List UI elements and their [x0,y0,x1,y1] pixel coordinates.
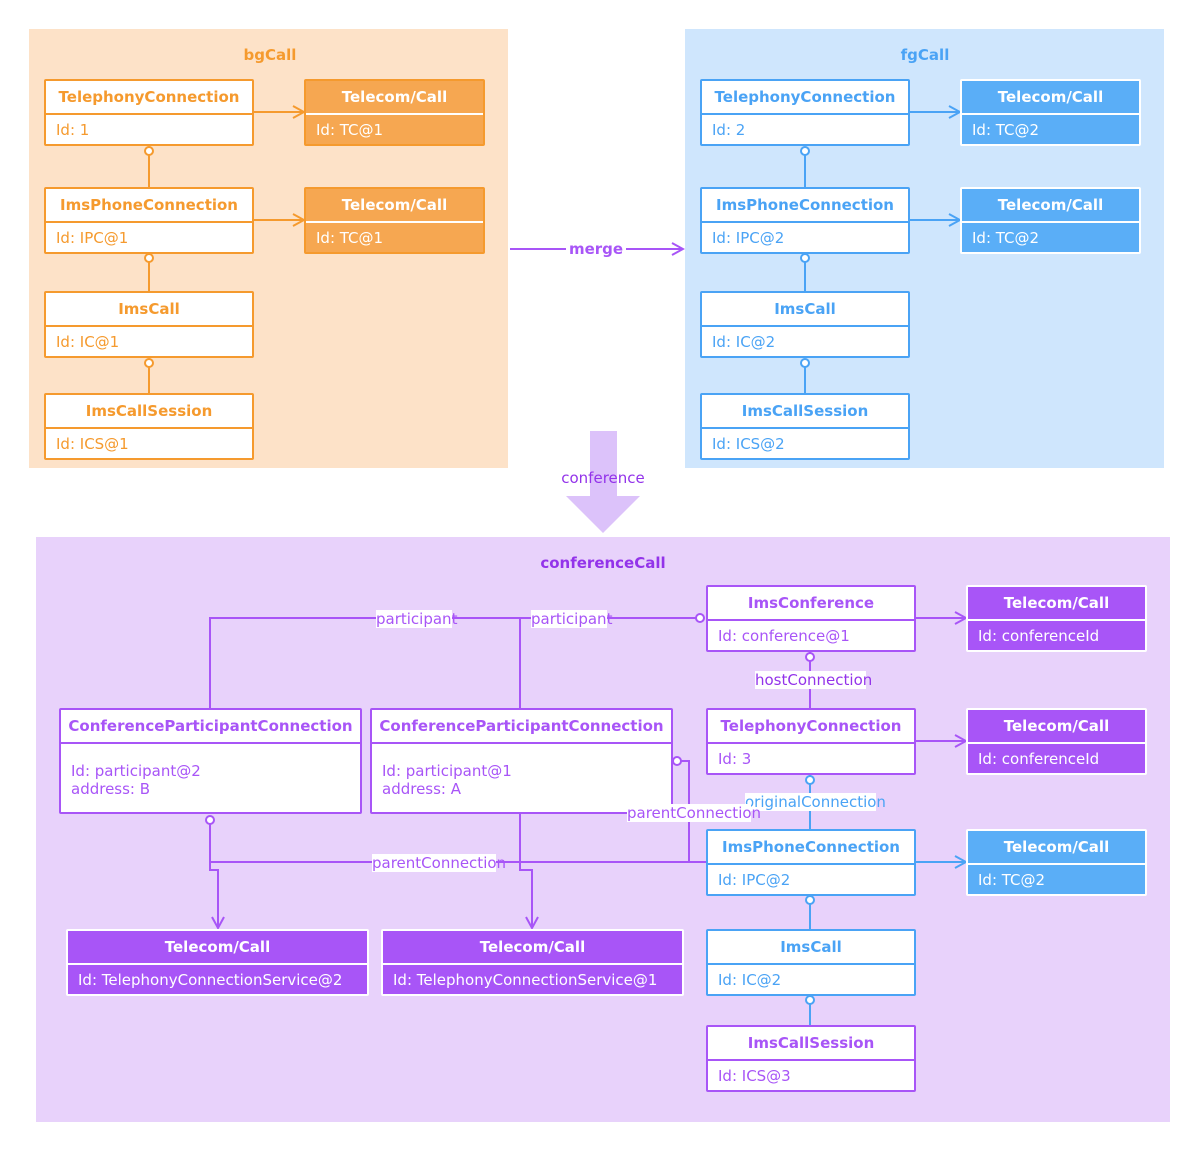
box-id: Id: 1 [56,121,90,139]
box-title: ImsPhoneConnection [46,189,252,223]
box-address: address: A [382,780,462,798]
box-title: TelephonyConnection [708,710,914,744]
participant-connection-b-box[interactable]: ConferenceParticipantConnection Id: part… [59,708,362,814]
bgcall-wires [148,112,304,393]
telecom-call-tcs2-box[interactable]: Telecom/Call Id: TelephonyConnectionServ… [66,929,369,996]
conference-label: conference [561,469,645,487]
bgcall-title: bgCall [243,46,297,64]
conferencecall-title: conferenceCall [540,554,666,572]
box-id: Id: IPC@2 [718,871,791,889]
bg-telecom-call-box-2[interactable]: Telecom/Call Id: TC@1 [304,187,485,254]
telecom-call-tcs1-box[interactable]: Telecom/Call Id: TelephonyConnectionServ… [381,929,684,996]
fg-imscall-box[interactable]: ImsCall Id: IC@2 [700,291,910,358]
box-id: Id: TC@1 [316,229,384,247]
box-body: Id: participant@2 address: B [61,744,360,798]
fgcall-title: fgCall [900,46,950,64]
bg-imscallsession-box[interactable]: ImsCallSession Id: ICS@1 [44,393,254,460]
bg-imsphone-connection-box[interactable]: ImsPhoneConnection Id: IPC@1 [44,187,254,254]
bg-telephony-connection-box[interactable]: TelephonyConnection Id: 1 [44,79,254,146]
conference-arrow [566,431,640,533]
box-id: Id: IPC@2 [712,229,785,247]
box-id: Id: conference@1 [718,627,850,645]
conf-imscall-box[interactable]: ImsCall Id: IC@2 [706,929,916,996]
box-id: Id: conferenceId [978,750,1100,768]
bgcall-joint-3 [144,358,154,368]
conf-telecom-call-box-1[interactable]: Telecom/Call Id: conferenceId [966,585,1147,652]
original-connection-label: originalConnection [745,793,886,811]
box-title: Telecom/Call [968,831,1145,865]
box-title: ConferenceParticipantConnection [372,710,671,744]
box-id: Id: IC@2 [718,971,782,989]
conf-imsphone-connection-box[interactable]: ImsPhoneConnection Id: IPC@2 [706,829,916,896]
host-connection-label: hostConnection [755,671,873,689]
box-id: Id: participant@1 [382,762,512,780]
box-title: TelephonyConnection [702,81,908,115]
box-title: Telecom/Call [306,81,483,115]
box-title: Telecom/Call [962,189,1139,223]
participant-label-2: participant [531,610,613,628]
merge-label: merge [566,240,626,258]
bg-telecom-call-box-1[interactable]: Telecom/Call Id: TC@1 [304,79,485,146]
box-id: Id: IC@1 [56,333,120,351]
box-title: ImsPhoneConnection [708,831,914,865]
participant-connection-a-box[interactable]: ConferenceParticipantConnection Id: part… [370,708,673,814]
box-title: Telecom/Call [968,710,1145,744]
box-id: Id: TC@2 [972,229,1040,247]
box-title: ImsCallSession [708,1027,914,1061]
box-title: Telecom/Call [383,931,682,965]
box-body: Id: participant@1 address: A [372,744,671,798]
fgcall-wires [804,112,960,393]
bgcall-joint-2 [144,253,154,263]
box-id: Id: 2 [712,121,746,139]
box-id: Id: TC@2 [972,121,1040,139]
box-title: ImsCall [708,931,914,965]
participant-label-1: participant [376,610,458,628]
parent-connection-label-1: parentConnection [627,804,762,822]
box-id: Id: TC@2 [978,871,1046,889]
box-id: Id: conferenceId [978,627,1100,645]
box-title: ConferenceParticipantConnection [61,710,360,744]
box-id: Id: participant@2 [71,762,201,780]
box-title: Telecom/Call [962,81,1139,115]
box-title: ImsPhoneConnection [702,189,908,223]
fg-telephony-connection-box[interactable]: TelephonyConnection Id: 2 [700,79,910,146]
parent-connection-label-2: parentConnection [372,854,507,872]
box-title: ImsCall [702,293,908,327]
box-title: ImsCall [46,293,252,327]
box-id: Id: IPC@1 [56,229,129,247]
box-title: ImsCallSession [46,395,252,429]
bg-imscall-box[interactable]: ImsCall Id: IC@1 [44,291,254,358]
box-title: TelephonyConnection [46,81,252,115]
box-id: Id: TelephonyConnectionService@1 [393,971,658,989]
fg-telecom-call-box-1[interactable]: Telecom/Call Id: TC@2 [960,79,1141,146]
box-id: Id: ICS@1 [56,435,129,453]
fg-imsphone-connection-box[interactable]: ImsPhoneConnection Id: IPC@2 [700,187,910,254]
fg-telecom-call-box-2[interactable]: Telecom/Call Id: TC@2 [960,187,1141,254]
bgcall-joint-1 [144,146,154,156]
ims-conference-box[interactable]: ImsConference Id: conference@1 [706,585,916,652]
box-title: Telecom/Call [68,931,367,965]
box-address: address: B [71,780,151,798]
conf-imscallsession-box[interactable]: ImsCallSession Id: ICS@3 [706,1025,916,1092]
box-id: Id: IC@2 [712,333,776,351]
box-id: Id: 3 [718,750,752,768]
conf-telecom-call-box-tc2[interactable]: Telecom/Call Id: TC@2 [966,829,1147,896]
box-id: Id: TelephonyConnectionService@2 [78,971,343,989]
box-title: ImsConference [708,587,914,621]
box-id: Id: ICS@3 [718,1067,791,1085]
conf-telephony-connection-box[interactable]: TelephonyConnection Id: 3 [706,708,916,775]
conf-telecom-call-box-2[interactable]: Telecom/Call Id: conferenceId [966,708,1147,775]
box-title: Telecom/Call [968,587,1145,621]
box-id: Id: TC@1 [316,121,384,139]
box-title: ImsCallSession [702,395,908,429]
fg-imscallsession-box[interactable]: ImsCallSession Id: ICS@2 [700,393,910,460]
box-id: Id: ICS@2 [712,435,785,453]
box-title: Telecom/Call [306,189,483,223]
